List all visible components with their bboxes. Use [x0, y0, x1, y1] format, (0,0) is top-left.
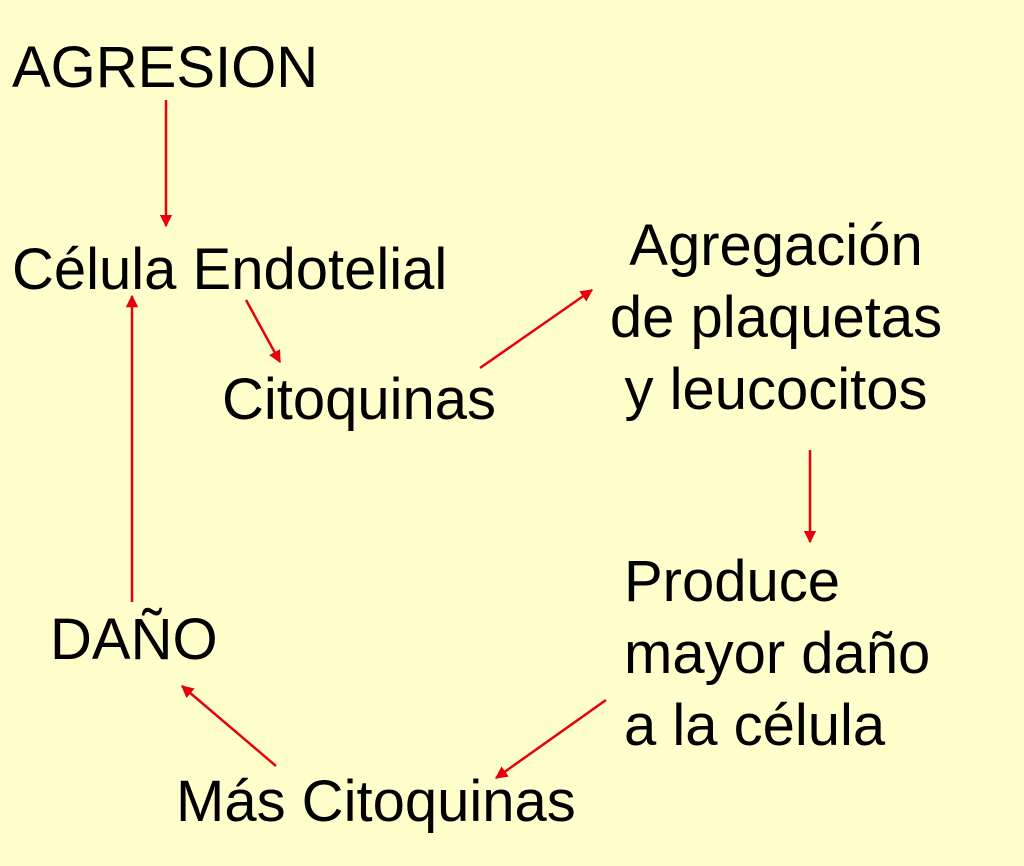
node-produce-line-3: a la célula [624, 693, 886, 758]
node-celula-endotelial: Célula Endotelial [12, 237, 448, 302]
node-agregacion: Agregación de plaquetas y leucocitos [584, 210, 968, 426]
node-agregacion-line-3: y leucocitos [624, 357, 928, 422]
node-agregacion-line-1: Agregación [629, 213, 923, 278]
arrow-celula-to-citoquinas [244, 299, 282, 364]
node-agregacion-line-2: de plaquetas [609, 285, 943, 350]
node-dano: DAÑO [50, 607, 218, 672]
arrow-citoquinas-to-agregacion [479, 288, 594, 370]
arrow-produce-to-mas-citoquinas [494, 698, 607, 780]
node-mas-citoquinas: Más Citoquinas [176, 769, 576, 834]
node-produce: Produce mayor daño a la célula [624, 546, 930, 762]
arrow-mas-citoquinas-to-dano [181, 685, 277, 767]
node-agresion: AGRESION [12, 35, 319, 100]
node-produce-line-2: mayor daño [624, 621, 931, 686]
node-produce-line-1: Produce [624, 549, 841, 614]
node-citoquinas: Citoquinas [222, 367, 497, 432]
